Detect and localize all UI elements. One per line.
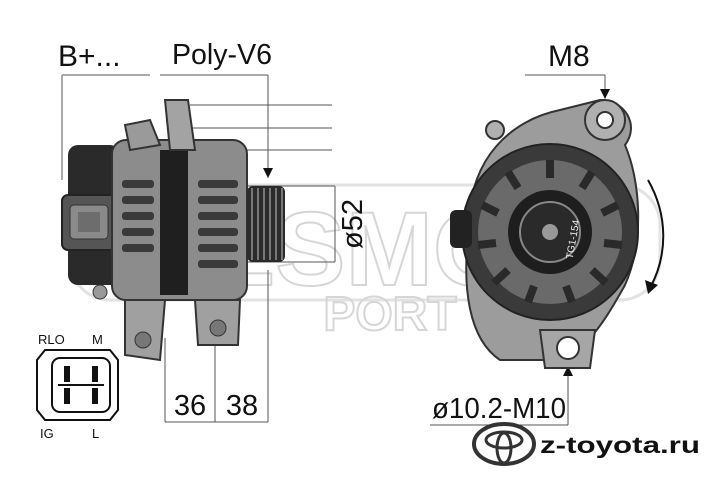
terminal-label: B+... (58, 40, 121, 73)
alternator-side-view (61, 74, 336, 423)
site-name: z-toyota.ru (540, 432, 700, 458)
dimension-right-label: 38 (226, 390, 258, 422)
pin-ig-label: IG (40, 426, 54, 441)
rotation-arrow (647, 179, 665, 289)
pulley-diameter-label: ø52 (337, 199, 369, 249)
mount-hole-label: ø10.2-M10 (432, 393, 566, 425)
belt-type-label: Poly-V6 (172, 39, 272, 71)
mount-thread-label: M8 (548, 40, 590, 73)
connector-pinout: RLO M IG L (36, 332, 119, 441)
alternator-front-view: TG1-154 (430, 74, 665, 426)
pin-rlo-label: RLO (38, 332, 65, 347)
pin-m-label: M (92, 332, 103, 347)
pulley-side (247, 186, 285, 262)
watermark-sub: PORT (323, 288, 456, 341)
pin-l-label: L (92, 426, 99, 441)
toyota-logo (472, 422, 536, 466)
dimension-left-label: 36 (174, 390, 206, 422)
